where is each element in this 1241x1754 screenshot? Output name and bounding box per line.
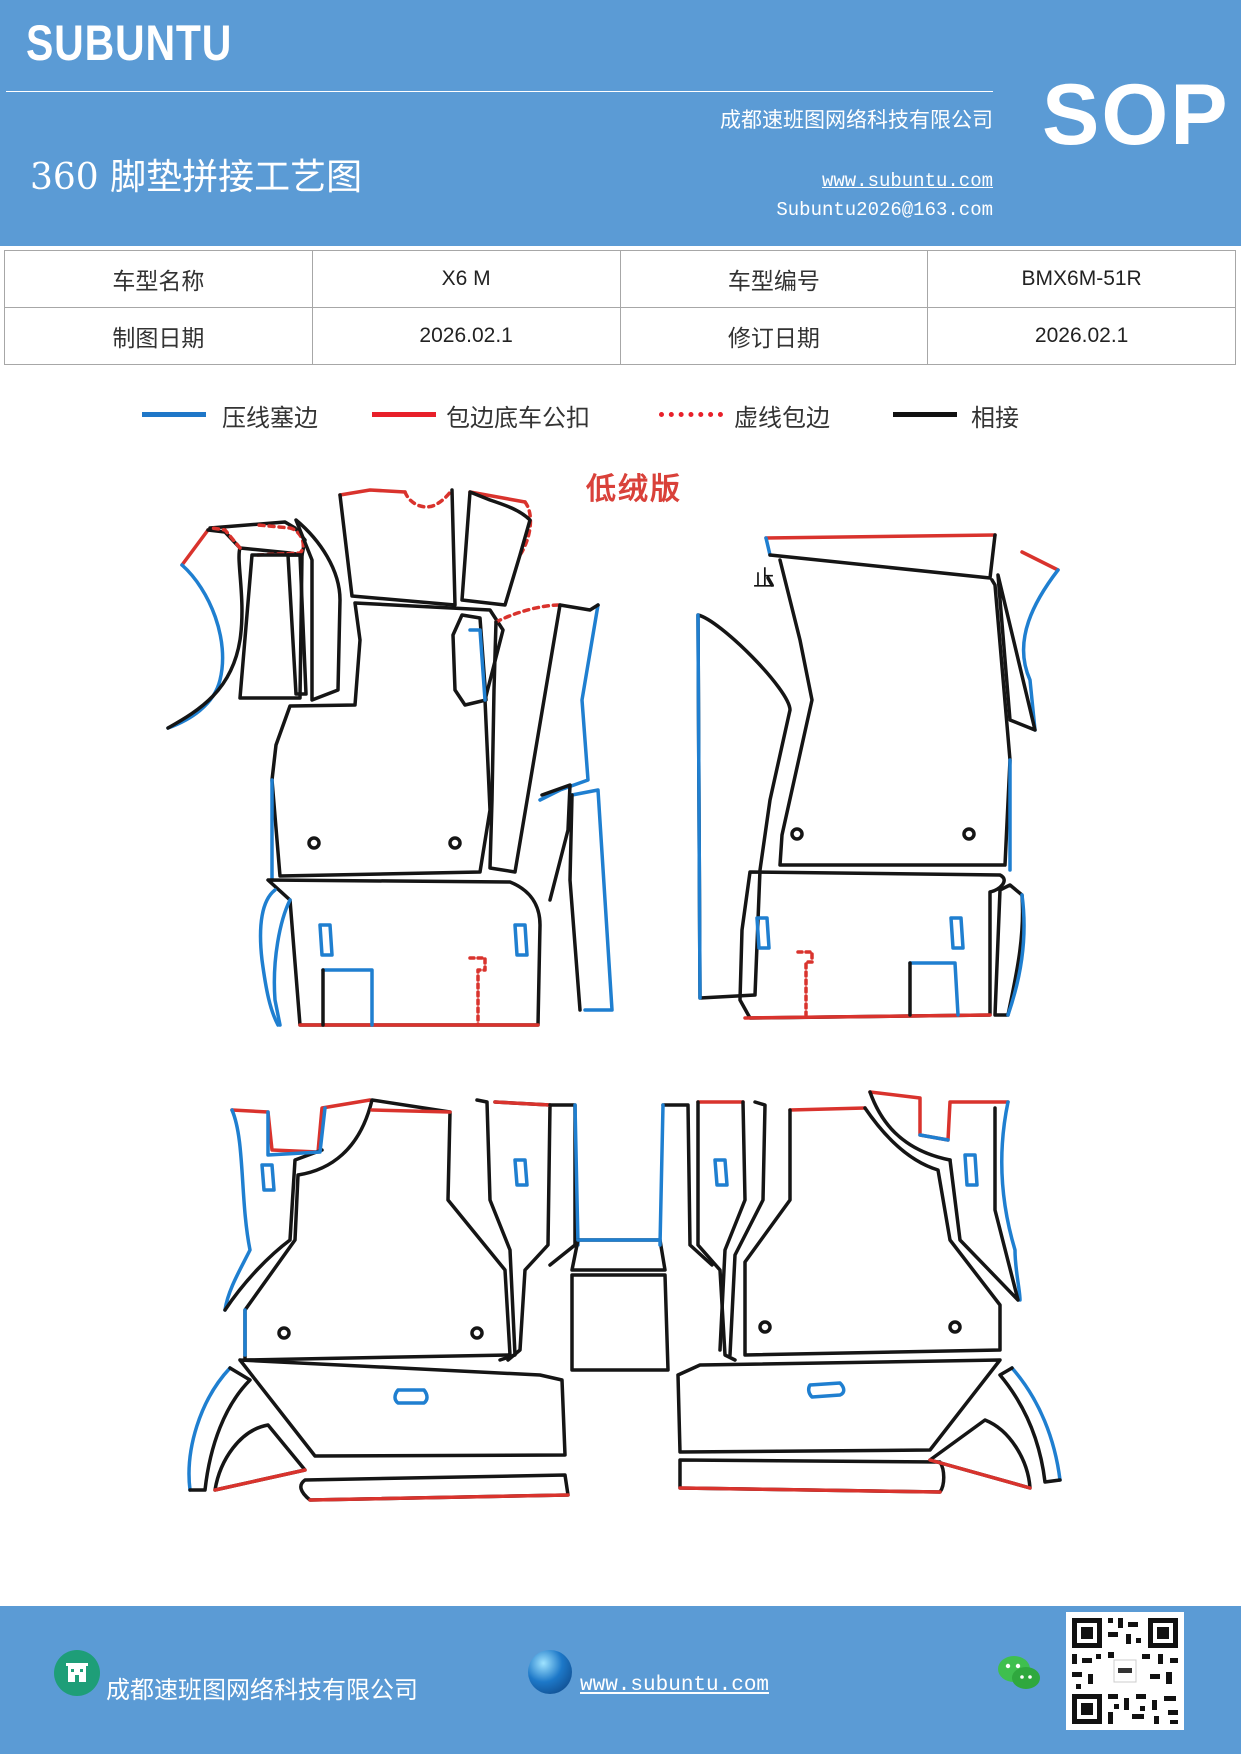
building-icon-glyph [66, 1663, 88, 1682]
email-address[interactable]: Subuntu2026@163.com [776, 199, 993, 221]
vehicle-info-table: 车型名称 X6 M 车型编号 BMX6M-51R 制图日期 2026.02.1 … [4, 250, 1236, 365]
legend-label: 包边底车公扣 [446, 404, 590, 432]
company-name: 成都速班图网络科技有限公司 [720, 108, 993, 132]
document-title: 360 脚垫拼接工艺图 [30, 157, 363, 198]
globe-icon [528, 1650, 572, 1694]
building-icon [54, 1650, 100, 1696]
revise-date-label: 修订日期 [619, 307, 929, 365]
model-name-label: 车型名称 [4, 250, 313, 308]
edition-label: 低绒版 [586, 472, 682, 507]
footer-company-name: 成都速班图网络科技有限公司 [106, 1676, 418, 1704]
front-left-mat-group [166, 488, 614, 1027]
front-right-mat-group [696, 533, 1060, 1020]
legend-label: 虚线包边 [734, 404, 830, 432]
rear-right-mat-group [658, 1090, 1062, 1494]
draw-date-value: 2026.02.1 [311, 307, 621, 365]
footer-website-link[interactable]: www.subuntu.com [580, 1674, 770, 1697]
stop-mark: 止 [753, 567, 775, 592]
rear-center-tunnel [570, 1238, 670, 1372]
legend-swatch-red-dotted [659, 412, 723, 417]
rear-left-mat-group [187, 1098, 580, 1502]
brand-logo: SUBUNTU [26, 15, 233, 71]
model-code-value: BMX6M-51R [927, 250, 1236, 308]
table-row: 车型名称 X6 M 车型编号 BMX6M-51R [4, 250, 1236, 308]
legend-swatch-red [372, 412, 436, 417]
qr-code[interactable] [1066, 1612, 1184, 1730]
table-row: 制图日期 2026.02.1 修订日期 2026.02.1 [4, 307, 1236, 365]
revise-date-value: 2026.02.1 [927, 307, 1236, 365]
draw-date-label: 制图日期 [4, 307, 313, 365]
wechat-icon-glyph [998, 1656, 1040, 1689]
sop-label: SOP [1042, 67, 1230, 163]
legend-label: 相接 [971, 404, 1019, 432]
model-code-label: 车型编号 [619, 250, 929, 308]
website-link[interactable]: www.subuntu.com [821, 170, 993, 192]
legend-label: 压线塞边 [222, 404, 318, 432]
wechat-icon[interactable] [996, 1652, 1042, 1694]
header-band [0, 0, 1241, 246]
header-divider [6, 91, 993, 92]
legend-swatch-black [893, 412, 957, 417]
legend-swatch-blue [142, 412, 206, 417]
qr-code-pattern [1066, 1612, 1184, 1730]
model-name-value: X6 M [311, 250, 621, 308]
